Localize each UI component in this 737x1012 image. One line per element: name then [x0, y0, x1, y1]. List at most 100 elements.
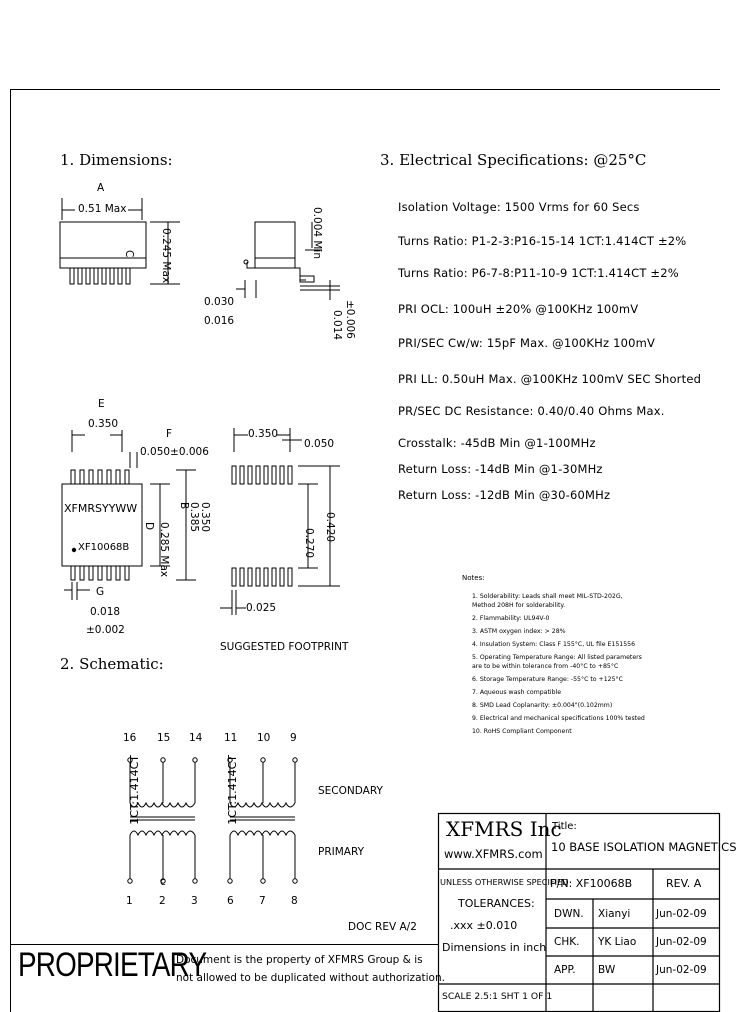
spec-line: PRI/SEC Cw/w: 15pF Max. @100KHz 100mV: [398, 336, 656, 350]
note-item: 2. Flammability: UL94V-0: [472, 615, 550, 622]
scale-sheet: SCALE 2.5:1 SHT 1 OF 1: [442, 991, 553, 1002]
dim-lead-a: 0.030: [204, 296, 235, 308]
notes-title: Notes:: [462, 574, 485, 582]
chk-label: CHK.: [554, 936, 580, 948]
dimensions-heading: 1. Dimensions:: [60, 151, 173, 169]
dim-g-label: G: [96, 586, 105, 598]
dim-lead-b: 0.016: [204, 315, 235, 327]
part-number: P/N: XF10068B: [550, 877, 633, 890]
center-tap-mark: c: [160, 876, 166, 888]
pin-11: 11: [224, 732, 238, 744]
note-item: are to be within tolerance from -40°C to…: [472, 663, 619, 670]
dim-b-value-2: 0.350: [199, 502, 211, 533]
pin-1: 1: [126, 895, 133, 907]
note-item: 4. Insulation System: Class F 155°C, UL …: [472, 641, 636, 648]
spec-line: Turns Ratio: P6-7-8:P11-10-9 1CT:1.414CT…: [398, 266, 679, 280]
fp-pitch: 0.050: [304, 438, 335, 450]
pin-16: 16: [123, 732, 137, 744]
note-item: 3. ASTM oxygen index: > 28%: [472, 628, 566, 635]
app-date: Jun-02-09: [656, 964, 707, 976]
frame-top-line: [10, 89, 720, 90]
spec-line: Return Loss: -14dB Min @1-30MHz: [398, 462, 603, 476]
proprietary-line-1: Document is the property of XFMRS Group …: [176, 954, 423, 966]
electrical-heading: 3. Electrical Specifications: @25°C: [380, 151, 647, 169]
secondary-label: SECONDARY: [318, 785, 383, 797]
schematic-diagram: [127, 757, 298, 884]
notes-list: 1. Solderability: Leads shall meet MIL-S…: [472, 592, 645, 736]
dim-e-value: 0.350: [88, 418, 119, 430]
dim-c-value: 0.245 Max: [160, 228, 172, 284]
primary-label: PRIMARY: [318, 846, 365, 858]
schematic-heading: 2. Schematic:: [60, 655, 164, 673]
dwn-label: DWN.: [554, 908, 584, 920]
ratio-left: 1CT:1.414CT: [128, 755, 141, 825]
title-block: XFMRS Inc www.XFMRS.com Title: 10 BASE I…: [437, 812, 737, 1012]
note-item: 9. Electrical and mechanical specificati…: [472, 715, 645, 722]
side-leads: [69, 267, 131, 285]
fp-width: 0.350: [248, 428, 279, 440]
note-item: 10. RoHS Compliant Component: [472, 728, 572, 735]
fp-inner: 0.270: [303, 528, 315, 559]
pin-9: 9: [290, 732, 297, 744]
dim-lead-d: ±0.006: [344, 300, 356, 339]
proprietary-banner: PROPRIETARY Document is the property of …: [10, 944, 445, 1012]
proprietary-line-2: not allowed to be duplicated without aut…: [176, 972, 445, 984]
dim-c-label: C: [123, 250, 135, 258]
tolerances-label: TOLERANCES:: [458, 897, 535, 910]
dwn-date: Jun-02-09: [656, 908, 707, 920]
chk-date: Jun-02-09: [656, 936, 707, 948]
note-item: 1. Solderability: Leads shall meet MIL-S…: [472, 593, 623, 600]
dim-d-value: 0.285 Max: [158, 522, 170, 578]
pin-6: 6: [227, 895, 234, 907]
pin-15: 15: [157, 732, 171, 744]
dimension-drawings: [59, 198, 340, 615]
dim-g-tolerance: ±0.002: [86, 624, 125, 636]
note-item: 8. SMD Lead Coplanarity: ±0.004"(0.102mm…: [472, 702, 613, 709]
dimensions-in-inch: Dimensions in inch: [442, 941, 547, 954]
fp-pad: 0.025: [246, 602, 277, 614]
dim-f-label: F: [166, 428, 173, 440]
dim-e-label: E: [98, 398, 105, 410]
ratio-right: 1CT:1.414CT: [226, 755, 239, 825]
title-value: 10 BASE ISOLATION MAGNETICS: [551, 840, 737, 854]
fp-outer: 0.420: [324, 512, 336, 543]
spec-line: PR/SEC DC Resistance: 0.40/0.40 Ohms Max…: [398, 404, 665, 418]
proprietary-top-line: [10, 944, 438, 945]
dim-lead-c: 0.014: [331, 310, 343, 341]
spec-line: Turns Ratio: P1-2-3:P16-15-14 1CT:1.414C…: [398, 234, 687, 248]
dim-a-value: 0.51 Max: [78, 203, 127, 215]
proprietary-label: PROPRIETARY: [18, 946, 207, 984]
doc-revision: DOC REV A/2: [348, 921, 417, 933]
frame-left-line: [10, 89, 11, 1012]
title-label: Title:: [552, 821, 577, 832]
pin-14: 14: [189, 732, 203, 744]
note-item: 5. Operating Temperature Range: All list…: [472, 654, 642, 661]
app-label: APP.: [554, 964, 576, 976]
dim-g-value: 0.018: [90, 606, 121, 618]
spec-line: Crosstalk: -45dB Min @1-100MHz: [398, 436, 596, 450]
footprint-caption: SUGGESTED FOOTPRINT: [220, 641, 349, 653]
company-name: XFMRS Inc: [446, 817, 562, 841]
dim-a-label: A: [97, 182, 105, 194]
app-name: BW: [598, 964, 616, 976]
pin1-dot: [71, 547, 77, 553]
pin-8: 8: [291, 895, 298, 907]
company-website[interactable]: www.XFMRS.com: [444, 847, 543, 861]
pin-7: 7: [259, 895, 266, 907]
chk-name: YK Liao: [598, 936, 637, 948]
dim-min-value: 0.004 Min: [311, 207, 323, 260]
spec-line: Return Loss: -12dB Min @30-60MHz: [398, 488, 611, 502]
dim-d-label: D: [143, 522, 155, 531]
dwn-name: Xianyi: [598, 908, 631, 920]
dim-f-value: 0.050±0.006: [140, 446, 209, 458]
spec-line: Isolation Voltage: 1500 Vrms for 60 Secs: [398, 200, 640, 214]
pin-2: 2: [159, 895, 166, 907]
unless-specified: UNLESS OTHERWISE SPECIFIED: [440, 877, 569, 887]
chip-part-number: XF10068B: [78, 542, 130, 553]
spec-line: PRI LL: 0.50uH Max. @100KHz 100mV SEC Sh…: [398, 372, 702, 386]
pin-3: 3: [191, 895, 198, 907]
note-item: Method 208H for solderability.: [472, 602, 566, 609]
pin-10: 10: [257, 732, 271, 744]
note-item: 7. Aqueous wash compatible: [472, 689, 562, 696]
tolerance-value: .xxx ±0.010: [450, 919, 518, 932]
